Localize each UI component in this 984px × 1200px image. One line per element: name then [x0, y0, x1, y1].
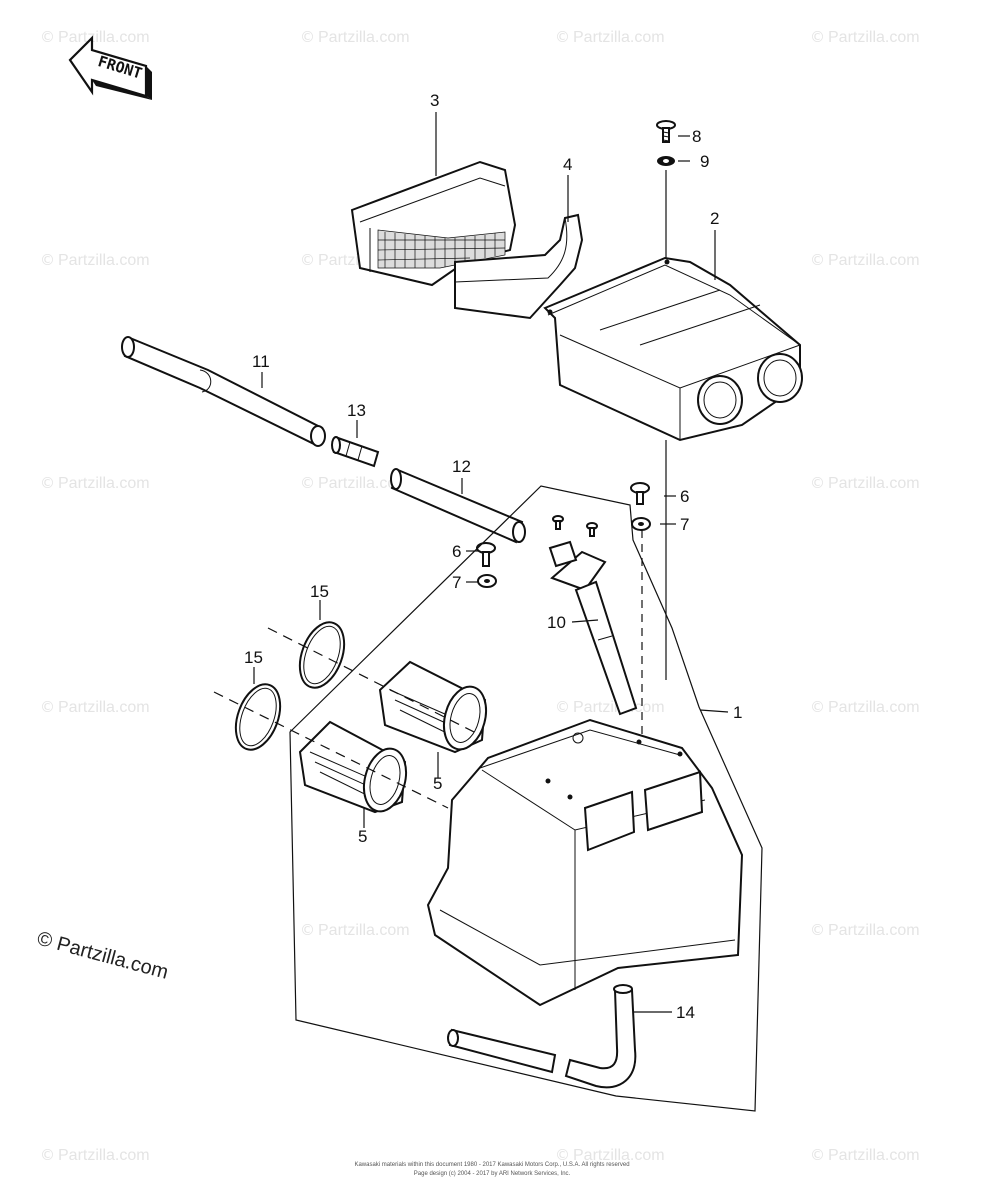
svg-text:Partzilla.com: Partzilla.com	[318, 475, 410, 492]
svg-text:Partzilla.com: Partzilla.com	[58, 475, 150, 492]
part-13-joint	[331, 436, 380, 468]
callout-12: 12	[452, 457, 471, 476]
part-14-drain-hose	[447, 984, 637, 1089]
watermark-tiles: ©Partzilla.com ©Partzilla.com ©Partzilla…	[40, 28, 920, 1164]
svg-text:©: ©	[555, 698, 570, 716]
svg-text:Partzilla.com: Partzilla.com	[828, 922, 920, 939]
svg-text:©: ©	[300, 251, 315, 269]
callout-labels: 3 4 2 8 9 11 13 12 6 7 6 7 10 1 15 15 5 …	[244, 91, 742, 1022]
callout-7-right: 7	[680, 515, 689, 534]
callout-6-left: 6	[452, 542, 461, 561]
copyright-line-1: Kawasaki materials within this document …	[354, 1162, 629, 1168]
svg-text:Partzilla.com: Partzilla.com	[318, 922, 410, 939]
watermark-tile: ©Partzilla.com	[40, 698, 150, 716]
part-9-washer	[657, 156, 675, 166]
svg-text:©: ©	[300, 474, 315, 492]
svg-text:Partzilla.com: Partzilla.com	[828, 699, 920, 716]
callout-13: 13	[347, 401, 366, 420]
svg-text:©: ©	[810, 698, 825, 716]
callout-6-right: 6	[680, 487, 689, 506]
part-6-bolt-left	[476, 542, 496, 567]
svg-text:©: ©	[810, 28, 825, 46]
svg-text:©: ©	[810, 474, 825, 492]
assembly-outline	[289, 485, 763, 1112]
watermark-tile: ©Partzilla.com	[40, 1146, 150, 1164]
callout-15-upper: 15	[310, 582, 329, 601]
svg-text:©: ©	[40, 251, 55, 269]
watermark-tile: ©Partzilla.com	[40, 28, 150, 46]
svg-text:Partzilla.com: Partzilla.com	[828, 475, 920, 492]
callout-8: 8	[692, 127, 701, 146]
callout-1: 1	[733, 703, 742, 722]
svg-text:©: ©	[810, 251, 825, 269]
svg-text:Partzilla.com: Partzilla.com	[58, 699, 150, 716]
svg-text:Partzilla.com: Partzilla.com	[828, 252, 920, 269]
svg-text:Partzilla.com: Partzilla.com	[58, 252, 150, 269]
watermark-tile: ©Partzilla.com	[555, 698, 665, 716]
part-5-duct-lower	[298, 720, 408, 814]
watermark-tile: ©Partzilla.com	[300, 28, 410, 46]
watermark-tile: ©Partzilla.com	[40, 251, 150, 269]
copyright-line-2: Page design (c) 2004 - 2017 by ARI Netwo…	[414, 1171, 571, 1177]
watermark-tile: ©Partzilla.com	[810, 28, 920, 46]
part-7-washer-right	[631, 517, 651, 531]
callout-5-lower: 5	[358, 827, 367, 846]
watermark-tile: ©Partzilla.com	[810, 1146, 920, 1164]
svg-text:Partzilla.com: Partzilla.com	[58, 29, 150, 46]
bracket-screws	[552, 515, 598, 537]
part-1-cleaner-case	[426, 718, 744, 1007]
svg-text:Partzilla.com: Partzilla.com	[573, 29, 665, 46]
svg-text:Partzilla.com: Partzilla.com	[573, 1147, 665, 1164]
callout-11: 11	[252, 352, 270, 371]
svg-text:Partzilla.com: Partzilla.com	[58, 1147, 150, 1164]
svg-text:©: ©	[300, 921, 315, 939]
watermark-tile: ©Partzilla.com	[40, 474, 150, 492]
svg-text:©: ©	[40, 1146, 55, 1164]
callout-15-lower: 15	[244, 648, 263, 667]
part-4-band	[454, 213, 584, 320]
watermark-tile: ©Partzilla.com	[810, 698, 920, 716]
svg-text:©: ©	[810, 1146, 825, 1164]
part-5-duct-upper	[378, 660, 488, 754]
watermark-tile: ©Partzilla.com	[810, 474, 920, 492]
callout-3: 3	[430, 91, 439, 110]
svg-text:©: ©	[810, 921, 825, 939]
svg-text:©: ©	[40, 474, 55, 492]
part-11-hose	[121, 336, 326, 447]
watermark-tile: ©Partzilla.com	[555, 1146, 665, 1164]
callout-4: 4	[563, 155, 572, 174]
svg-text:©: ©	[555, 28, 570, 46]
svg-text:©: ©	[40, 28, 55, 46]
watermark-tile: ©Partzilla.com	[300, 921, 410, 939]
callout-5-upper: 5	[433, 774, 442, 793]
partzilla-watermark: © Partzilla.com	[35, 928, 171, 984]
watermark-tile: ©Partzilla.com	[555, 28, 665, 46]
watermark-tile: ©Partzilla.com	[300, 474, 410, 492]
part-6-bolt-right	[630, 482, 650, 505]
svg-text:Partzilla.com: Partzilla.com	[828, 1147, 920, 1164]
callout-2: 2	[710, 209, 719, 228]
svg-text:Partzilla.com: Partzilla.com	[828, 29, 920, 46]
part-3-filter-element	[350, 160, 517, 287]
part-2-cleaner-cover	[543, 256, 803, 442]
part-8-screw	[656, 120, 676, 143]
callout-14: 14	[676, 1003, 695, 1022]
part-10-breather	[548, 540, 638, 716]
watermark-tile: ©Partzilla.com	[810, 921, 920, 939]
part-7-washer-left	[477, 574, 497, 588]
leader-lines	[213, 112, 729, 1013]
part-15-oring-lower	[234, 683, 282, 751]
callout-9: 9	[700, 152, 709, 171]
svg-text:©: ©	[555, 1146, 570, 1164]
svg-text:Partzilla.com: Partzilla.com	[318, 29, 410, 46]
callout-10: 10	[547, 613, 566, 632]
front-arrow-icon: FRONT	[68, 35, 152, 100]
part-12-hose	[390, 468, 526, 544]
svg-text:©: ©	[40, 698, 55, 716]
callout-7-left: 7	[452, 573, 461, 592]
watermark-tile: ©Partzilla.com	[810, 251, 920, 269]
svg-text:©: ©	[300, 28, 315, 46]
